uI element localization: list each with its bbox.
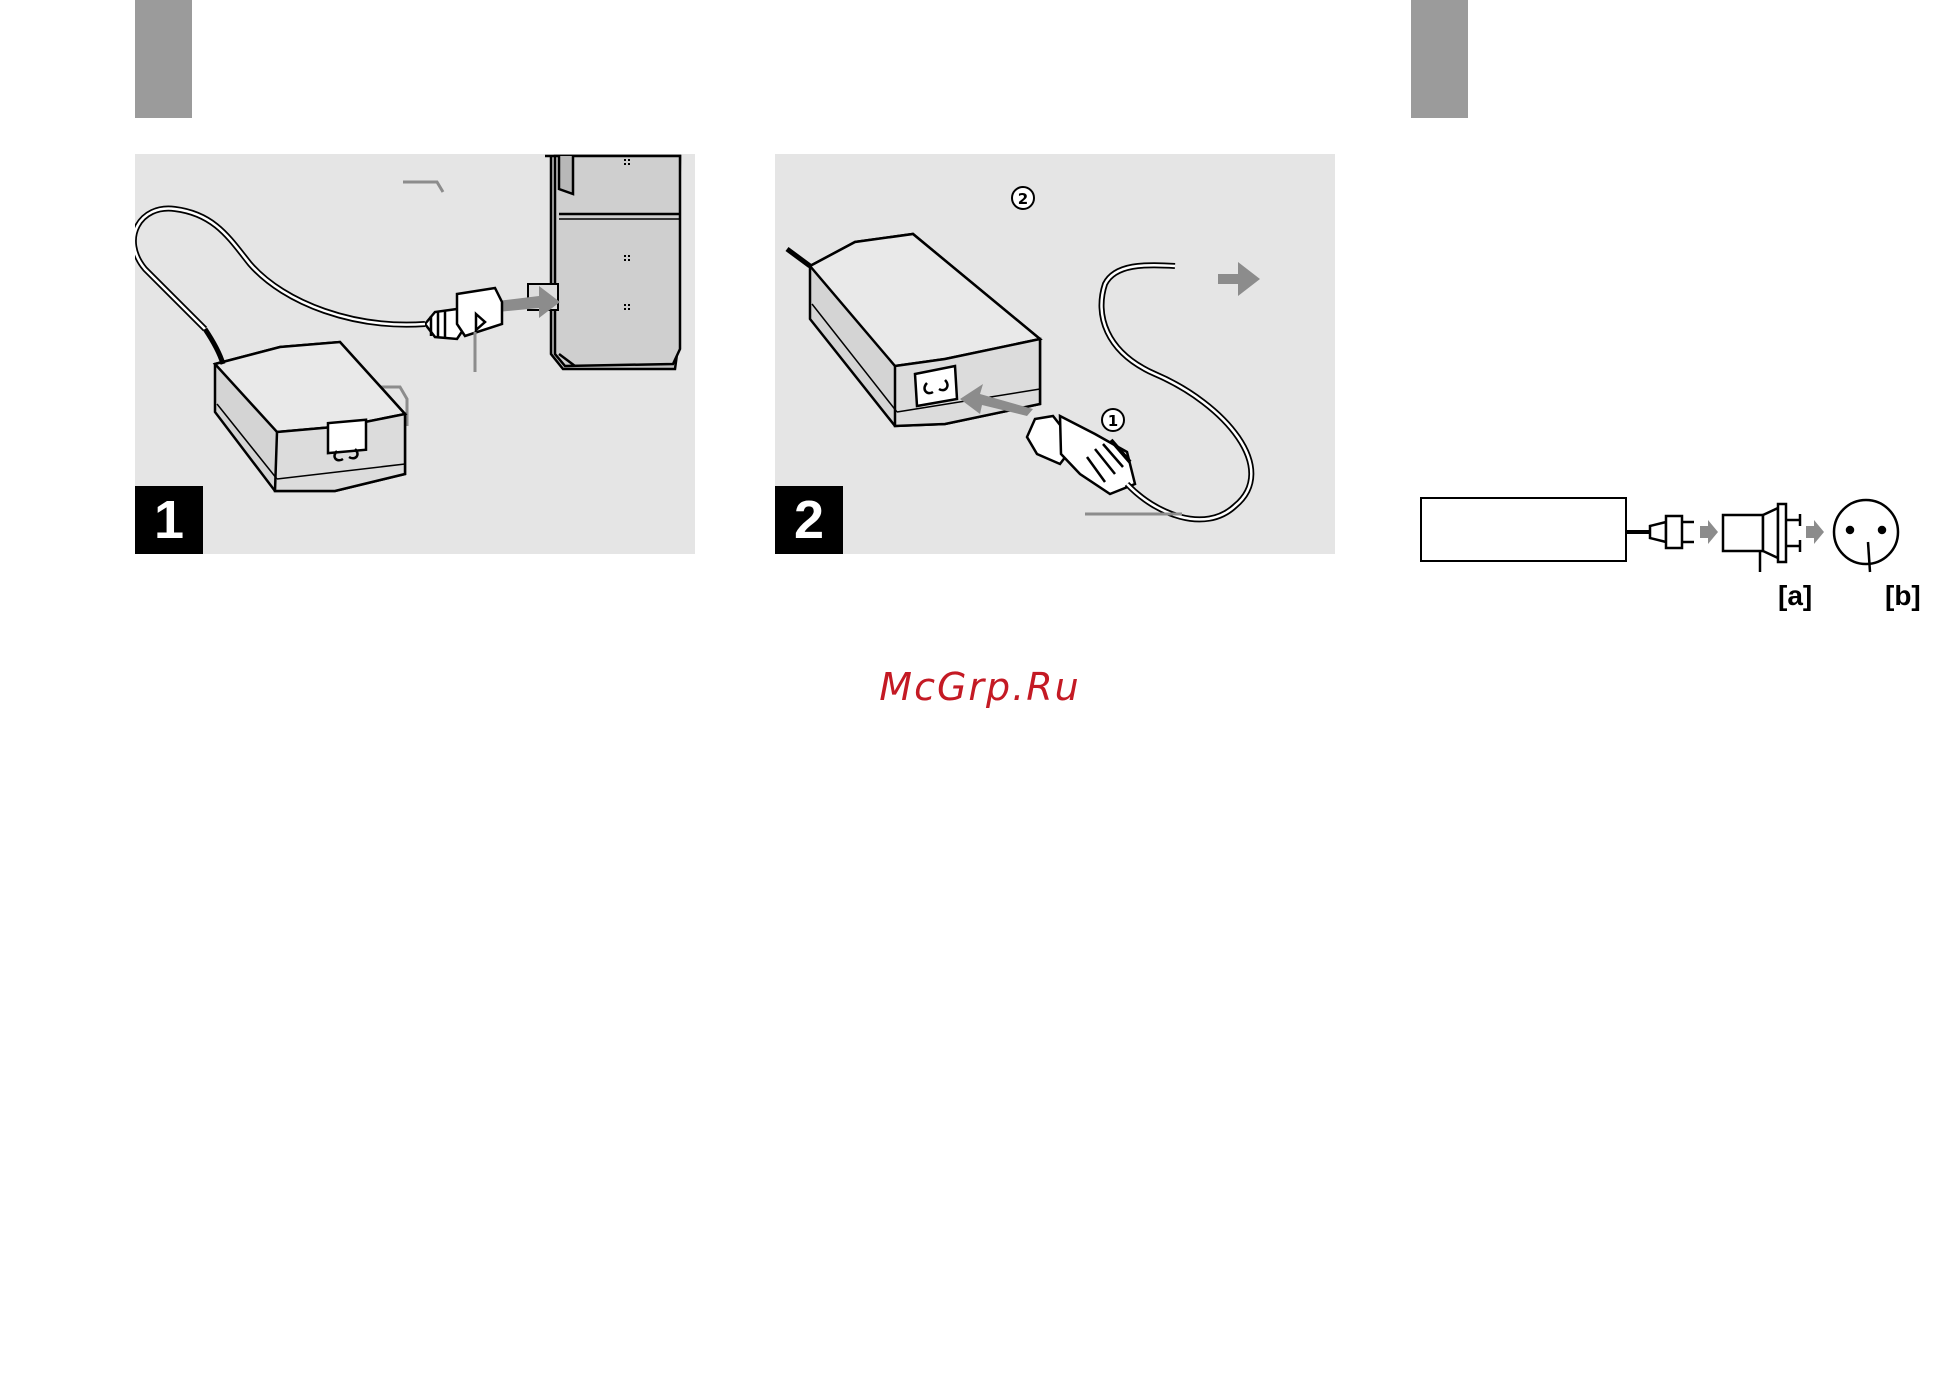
step2-drawing: 2 1 xyxy=(775,154,1335,554)
step1-illustration: 1 xyxy=(135,154,695,554)
adaptor-label-a: [a] xyxy=(1778,580,1812,612)
ac-adapter-2 xyxy=(787,234,1040,426)
ac-adapter-box xyxy=(1421,498,1626,561)
section-tab-left xyxy=(135,0,192,118)
adaptor-a-icon xyxy=(1723,504,1800,572)
right-arrow-icon xyxy=(1218,262,1260,296)
outlet-label-b: [b] xyxy=(1885,580,1921,612)
plug-icon xyxy=(1650,516,1694,548)
arrow-icon-2 xyxy=(1806,520,1824,544)
step2-illustration: 2 1 2 xyxy=(775,154,1335,554)
dc-plug xyxy=(425,288,502,339)
ac-adapter xyxy=(205,329,405,491)
section-tab-right xyxy=(1411,0,1468,118)
camera-body xyxy=(545,156,680,369)
marker-1: 1 xyxy=(1108,412,1118,430)
plug-adaptor-diagram xyxy=(1418,490,1958,580)
arrow-icon xyxy=(1700,520,1718,544)
marker-2: 2 xyxy=(1018,190,1028,208)
step2-badge: 2 xyxy=(775,486,843,554)
watermark-text: McGrp.Ru xyxy=(0,665,1960,709)
outlet-b-icon xyxy=(1834,500,1898,572)
step1-badge: 1 xyxy=(135,486,203,554)
step1-drawing xyxy=(135,154,695,554)
